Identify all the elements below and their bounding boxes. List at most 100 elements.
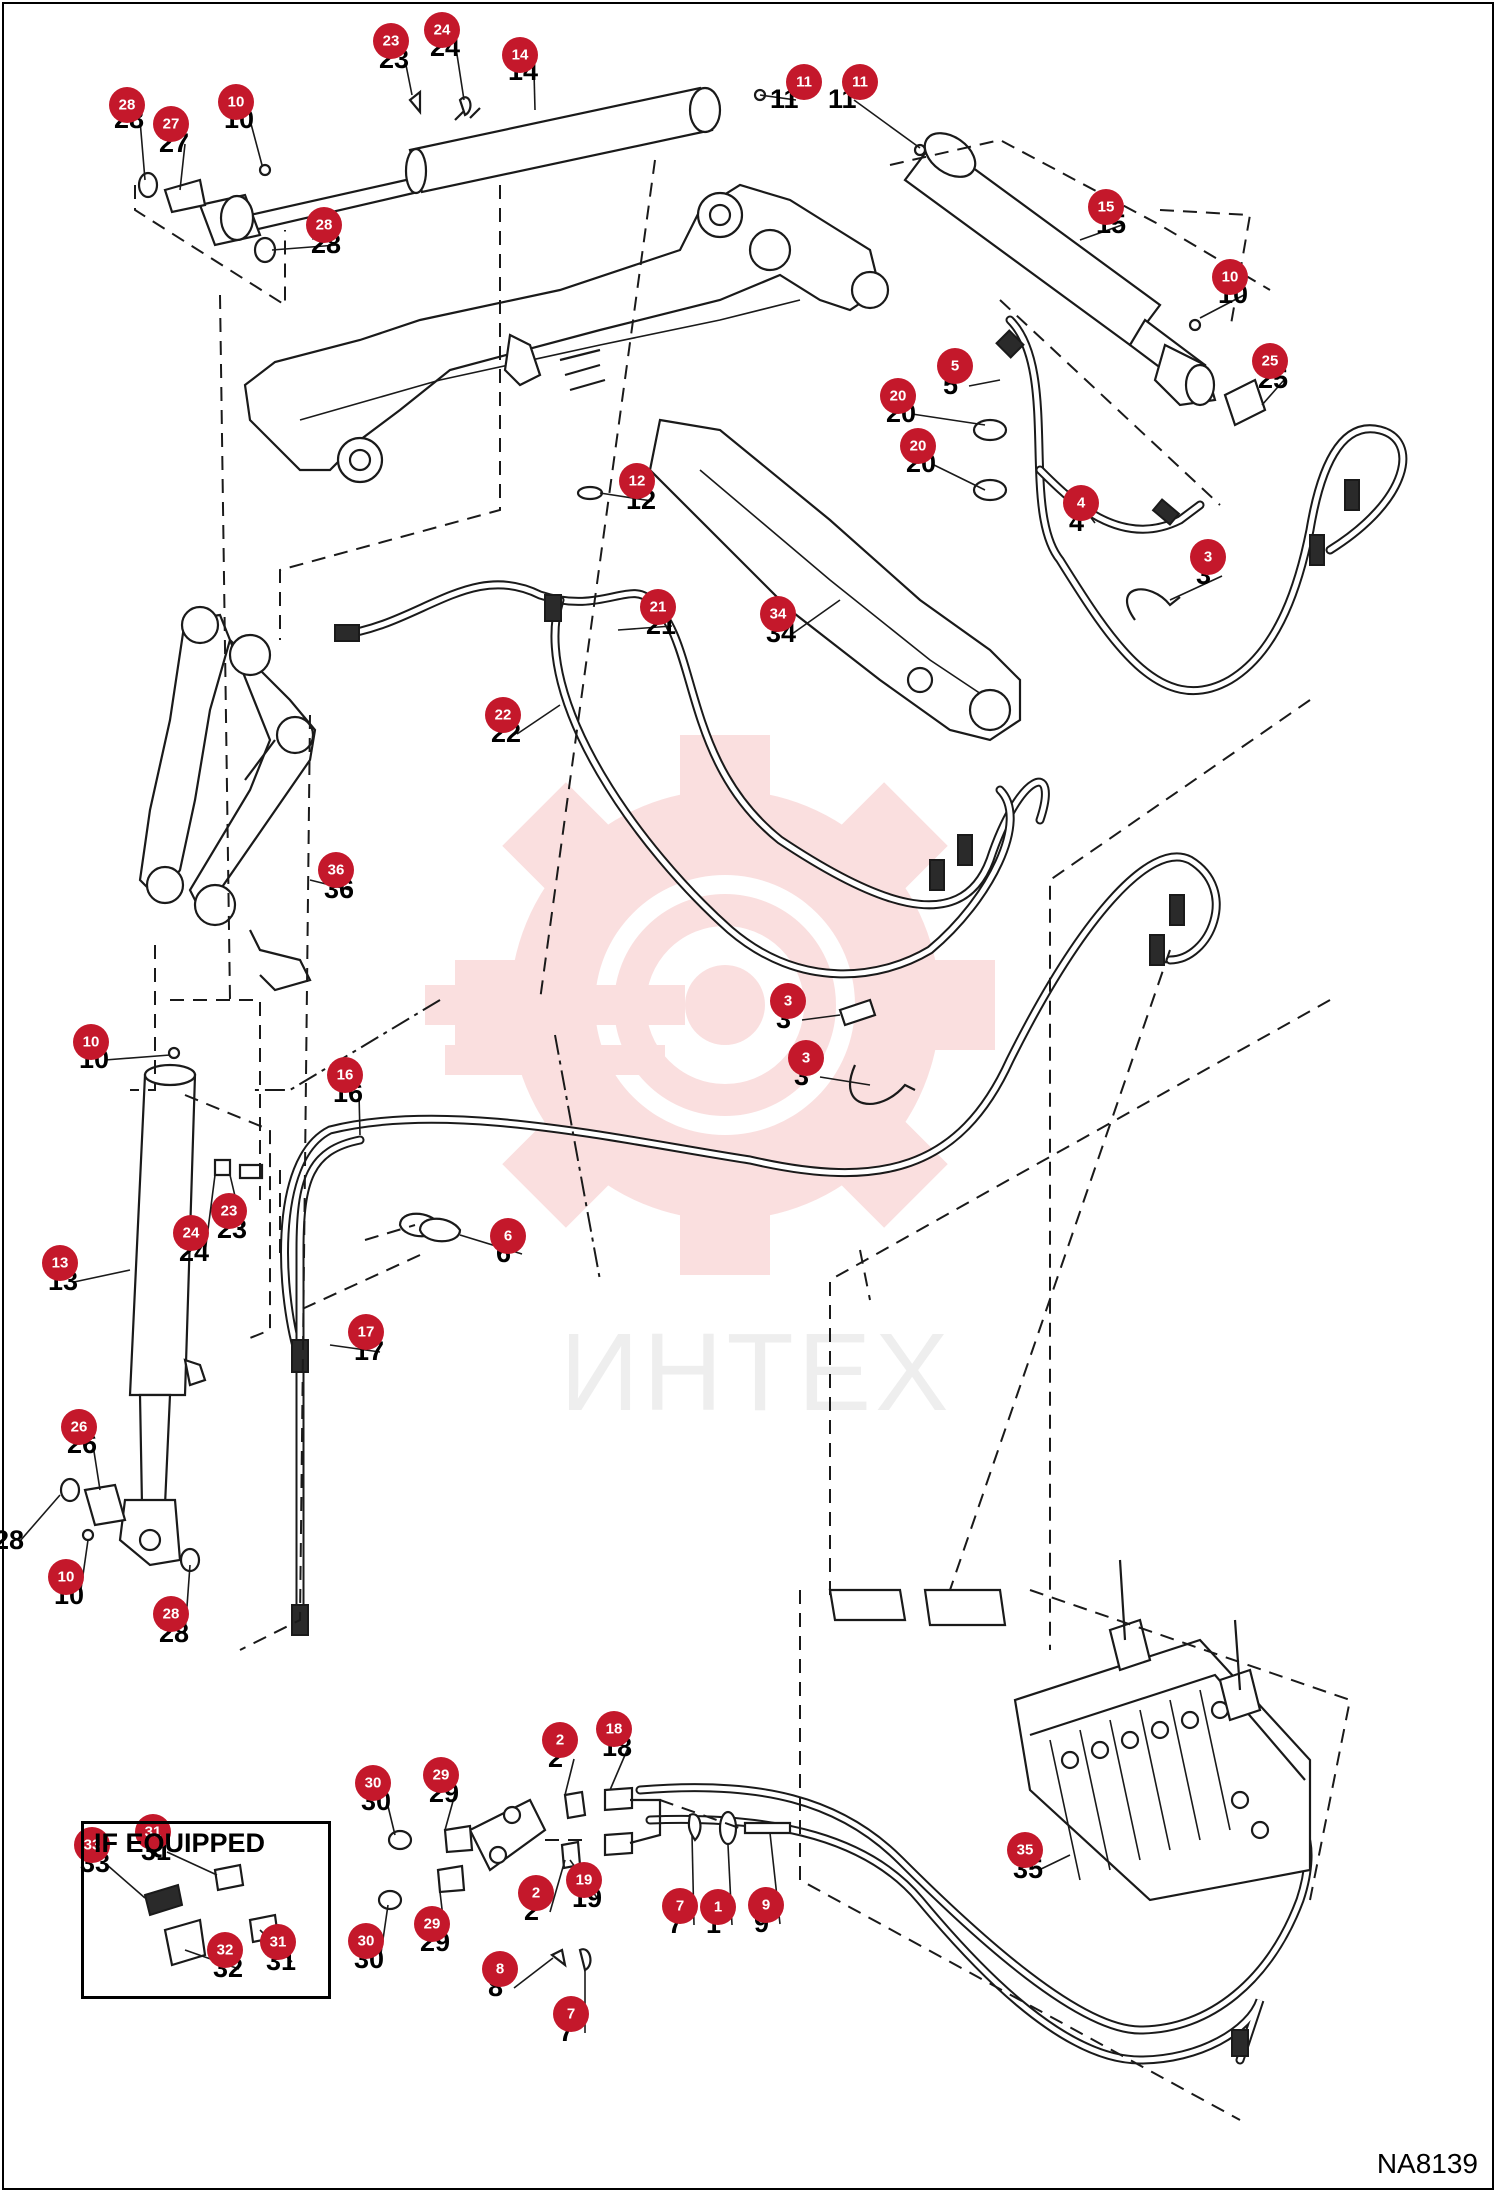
callout-28: 28 xyxy=(0,1494,61,1555)
leader-line xyxy=(139,119,146,181)
callout-badge-number: 34 xyxy=(770,606,787,623)
leader-line xyxy=(1199,294,1245,319)
callout-badge xyxy=(788,1040,824,1076)
callout-badge-number: 11 xyxy=(796,74,812,91)
callout-badge-number: 16 xyxy=(337,1067,354,1084)
callout-badge xyxy=(1252,343,1288,379)
callout-7: 77 xyxy=(553,1970,589,2047)
callout-4: 44 xyxy=(1063,485,1099,537)
callout-2: 22 xyxy=(518,1859,566,1926)
callout-badge xyxy=(937,348,973,384)
callout-badge xyxy=(414,1906,450,1942)
callout-badge xyxy=(880,378,916,414)
callout-badge xyxy=(1088,189,1124,225)
callout-badge-number: 15 xyxy=(1098,199,1115,216)
callout-badge xyxy=(61,1409,97,1445)
leader-line xyxy=(104,1054,171,1061)
leader-line xyxy=(1038,1854,1071,1871)
callout-badge xyxy=(553,1996,589,2032)
callout-badge-number: 20 xyxy=(890,388,907,405)
callout-badge xyxy=(327,1057,363,1093)
cylinder-13 xyxy=(59,1063,207,1573)
leader-line xyxy=(599,492,653,502)
boom-arm-assembly xyxy=(243,183,1022,742)
watermark-gear-icon xyxy=(425,735,995,1275)
leader-line xyxy=(249,119,263,166)
callout-badge xyxy=(1063,485,1099,521)
callout-9: 99 xyxy=(748,1832,784,1938)
callout-badge xyxy=(42,1245,78,1281)
leader-line xyxy=(105,1863,146,1899)
leader-line xyxy=(801,1014,841,1021)
watermark: ИНТЕХ xyxy=(425,735,995,1434)
callout-badge xyxy=(423,1757,459,1793)
callout-badge xyxy=(260,1924,296,1960)
leader-line xyxy=(968,379,1001,387)
callout-badge xyxy=(748,1887,784,1923)
callout-badge-number: 10 xyxy=(83,1034,100,1051)
callout-badge-number: 5 xyxy=(951,358,959,375)
leader-line xyxy=(1169,575,1223,601)
callout-5: 55 xyxy=(937,348,1001,400)
callout-6: 66 xyxy=(459,1218,526,1268)
callout-badge xyxy=(373,23,409,59)
callout-3: 33 xyxy=(770,983,841,1034)
leader-line xyxy=(853,99,921,149)
callout-badge-number: 20 xyxy=(910,438,927,455)
callout-badge xyxy=(786,64,822,100)
callout-badge xyxy=(48,1559,84,1595)
callout-badge-number: 36 xyxy=(328,862,345,879)
callout-badge xyxy=(318,852,354,888)
callout-badge-number: 13 xyxy=(52,1255,69,1272)
callout-badge-number: 3 xyxy=(784,993,792,1010)
callout-badge-number: 9 xyxy=(762,1897,770,1914)
callout-badge-number: 1 xyxy=(714,1899,722,1916)
bucket-link xyxy=(138,605,317,992)
callout-badge-number: 10 xyxy=(1222,269,1239,286)
callout-badge-number: 31 xyxy=(145,1824,162,1841)
callout-badge xyxy=(760,596,796,632)
callout-badge-number: 2 xyxy=(556,1732,564,1749)
callout-badge xyxy=(211,1193,247,1229)
leader-line xyxy=(179,143,186,191)
leader-line xyxy=(166,1851,218,1876)
callout-badge-number: 7 xyxy=(676,1898,684,1915)
callout-badge xyxy=(596,1711,632,1747)
callout-badge xyxy=(153,1596,189,1632)
cylinder-15 xyxy=(903,132,1267,427)
hoses xyxy=(280,315,1408,2065)
callout-badge xyxy=(173,1215,209,1251)
callout-badge-number: 23 xyxy=(383,33,400,50)
callout-badge-number: 35 xyxy=(1017,1842,1034,1859)
leader-line xyxy=(386,1801,396,1836)
callout-badge xyxy=(490,1218,526,1254)
leader-line xyxy=(931,463,986,491)
callout-badge xyxy=(306,207,342,243)
callout-badge-number: 10 xyxy=(58,1569,75,1586)
callout-badge-number: 28 xyxy=(163,1606,180,1623)
callout-badge-number: 4 xyxy=(1077,495,1086,512)
callout-badge-number: 21 xyxy=(650,599,667,616)
callout-label: 28 xyxy=(0,1525,24,1555)
callout-badge-number: 23 xyxy=(221,1203,238,1220)
if-equipped-title: IF EQUIPPED xyxy=(94,1828,266,1858)
leader-line xyxy=(358,1093,361,1136)
leader-line xyxy=(533,71,536,111)
